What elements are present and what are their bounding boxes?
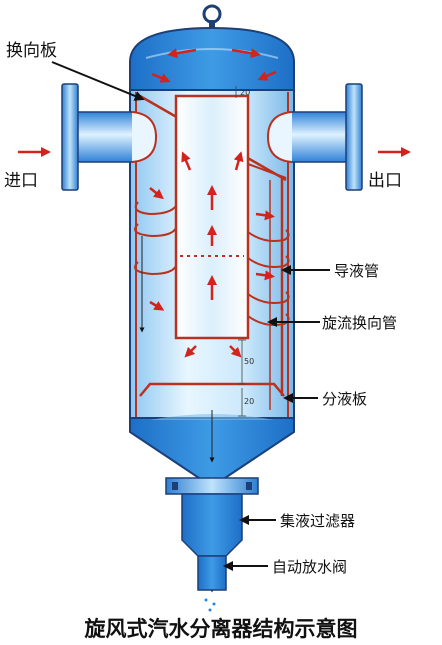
leader-lines bbox=[51, 61, 330, 571]
dimension-bottom: 20 bbox=[244, 397, 254, 406]
label-outlet: 出口 bbox=[368, 171, 402, 191]
diagram-title: 旋风式汽水分离器结构示意图 bbox=[84, 617, 358, 641]
label-swirl-pipe: 旋流换向管 bbox=[322, 314, 397, 332]
separator-plate bbox=[139, 382, 285, 397]
lifting-eye bbox=[202, 4, 222, 28]
inner-tube bbox=[174, 94, 250, 340]
label-deflector: 换向板 bbox=[6, 41, 57, 61]
auto-drain-valve bbox=[197, 555, 227, 612]
outlet-pipe bbox=[266, 83, 363, 191]
label-auto-drain-valve: 自动放水阀 bbox=[272, 558, 347, 576]
dimension-top: 20 bbox=[240, 88, 250, 97]
label-separator-plate: 分液板 bbox=[322, 390, 367, 408]
flow-arrows bbox=[18, 48, 411, 358]
label-liquid-filter: 集液过滤器 bbox=[280, 512, 355, 530]
inlet-pipe bbox=[61, 83, 158, 191]
dimension-marks bbox=[235, 86, 246, 417]
label-guide-pipe: 导液管 bbox=[334, 262, 379, 280]
label-inlet: 进口 bbox=[4, 171, 38, 191]
dimension-mid: 50 bbox=[244, 357, 254, 366]
top-cap bbox=[129, 26, 295, 93]
swirl-vanes bbox=[134, 201, 290, 326]
liquid-filter bbox=[165, 477, 259, 557]
